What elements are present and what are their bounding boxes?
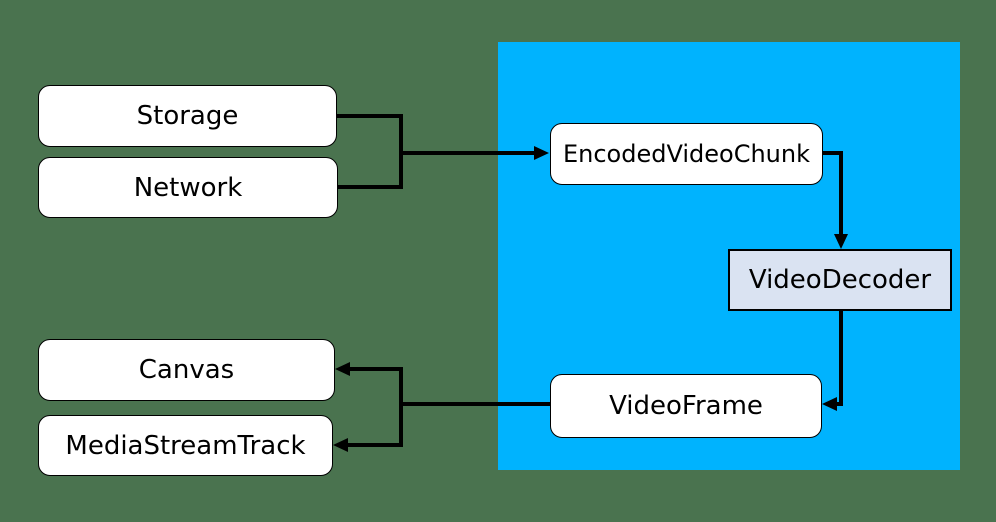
arrowhead-left-icon [822,397,837,411]
line-segment [835,402,843,406]
node-network-label: Network [133,172,243,203]
node-mediastreamtrack-label: MediaStreamTrack [65,430,306,461]
line-segment [350,367,403,371]
line-segment [822,151,843,155]
node-storage-label: Storage [136,101,239,131]
arrowhead-left-icon [333,438,348,452]
line-segment [401,402,550,406]
node-network: Network [38,157,338,218]
line-segment [338,185,403,189]
line-segment [348,443,403,447]
node-videodecoder: VideoDecoder [728,249,952,311]
node-videodecoder-label: VideoDecoder [748,265,932,295]
line-segment [839,151,843,235]
line-segment [839,311,843,406]
node-canvas-label: Canvas [138,355,235,385]
node-videoframe: VideoFrame [550,374,822,438]
arrowhead-down-icon [834,234,848,249]
node-storage: Storage [38,85,337,147]
node-encodedvideochunk-label: EncodedVideoChunk [562,140,811,168]
line-segment [401,151,534,155]
arrowhead-left-icon [335,362,350,376]
line-segment [399,367,403,447]
node-encodedvideochunk: EncodedVideoChunk [550,123,823,185]
node-mediastreamtrack: MediaStreamTrack [38,415,333,476]
arrowhead-right-icon [534,146,549,160]
line-segment [337,114,403,118]
node-videoframe-label: VideoFrame [609,391,763,421]
node-canvas: Canvas [38,339,335,401]
